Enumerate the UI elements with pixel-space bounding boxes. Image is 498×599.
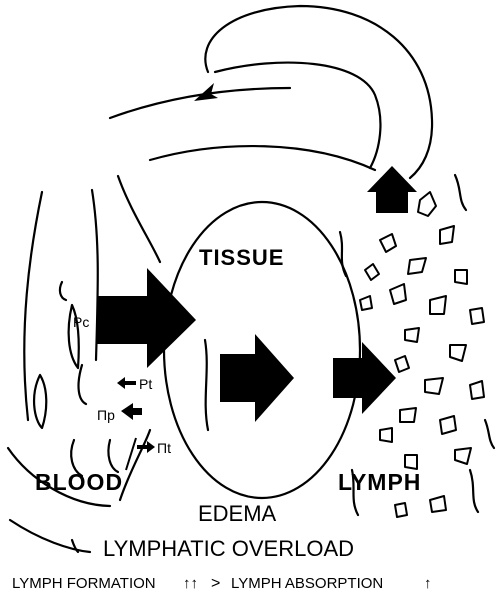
lymph-capillary bbox=[440, 226, 454, 244]
lymph-duct-top bbox=[150, 146, 375, 170]
lymph-capillary bbox=[405, 328, 419, 342]
lymph-capillary bbox=[400, 408, 416, 422]
filtration-arrow-large bbox=[97, 268, 196, 368]
pi-t-label: Πt bbox=[157, 440, 171, 456]
tissue-label: TISSUE bbox=[199, 245, 284, 270]
return-loop-inner bbox=[215, 63, 380, 168]
absorption-up-arrow: ↑ bbox=[424, 575, 432, 592]
pc-label: Pc bbox=[73, 314, 89, 330]
blood-cell bbox=[108, 440, 118, 472]
lymph-capillary bbox=[470, 381, 484, 399]
pt-arrow bbox=[117, 377, 136, 389]
lymph-capillary bbox=[405, 455, 417, 469]
vessel-outline-lower bbox=[10, 520, 90, 552]
comparator-symbol: > bbox=[211, 575, 220, 592]
vessel-wall-right bbox=[92, 190, 98, 360]
lymph-capillary bbox=[360, 296, 372, 310]
lymph-capillary bbox=[390, 284, 406, 304]
lymph-capillary bbox=[440, 416, 456, 434]
return-loop-tail bbox=[110, 88, 290, 118]
lymph-squiggle bbox=[485, 420, 494, 448]
blood-cell bbox=[60, 282, 66, 300]
lymph-return-up-arrow bbox=[367, 166, 417, 213]
lymph-absorption-text: LYMPH ABSORPTION bbox=[231, 575, 383, 592]
lymph-capillary bbox=[470, 308, 484, 324]
lymph-uptake-arrow bbox=[333, 342, 396, 414]
lymph-capillary bbox=[418, 192, 436, 216]
lymph-capillary bbox=[395, 503, 407, 517]
lymph-capillary bbox=[365, 264, 379, 280]
pi-p-label: Πp bbox=[97, 407, 115, 423]
lymph-capillary bbox=[450, 345, 466, 361]
lymphatic-overload-label: LYMPHATIC OVERLOAD bbox=[103, 536, 354, 561]
lymph-capillary bbox=[380, 234, 396, 252]
lymph-capillary bbox=[455, 270, 467, 284]
tissue-flow-arrow bbox=[220, 334, 294, 422]
tissue-squiggle bbox=[205, 340, 208, 430]
lymph-capillary bbox=[395, 356, 409, 372]
blood-cell bbox=[34, 375, 46, 428]
formation-up-arrows: ↑↑ bbox=[183, 575, 198, 592]
caption: LYMPH FORMATION ↑↑ > LYMPH ABSORPTION ↑ bbox=[12, 575, 432, 592]
vessel-wall-left bbox=[24, 192, 42, 420]
lymph-capillary bbox=[430, 296, 446, 314]
pi-p-arrow bbox=[121, 403, 142, 420]
lymph-squiggle bbox=[470, 470, 478, 512]
lymph-capillary bbox=[430, 496, 446, 512]
lymph-capillary bbox=[455, 448, 471, 464]
lymph-squiggle bbox=[455, 175, 466, 210]
blood-cell bbox=[79, 365, 86, 404]
lymph-capillary bbox=[408, 258, 426, 274]
lymph-capillary bbox=[380, 428, 392, 442]
lymph-formation-text: LYMPH FORMATION bbox=[12, 575, 156, 592]
lymph-label: LYMPH bbox=[338, 469, 421, 495]
vessel-wall-curve bbox=[118, 176, 160, 262]
blood-label: BLOOD bbox=[35, 469, 123, 495]
edema-label: EDEMA bbox=[198, 501, 277, 526]
pt-label: Pt bbox=[139, 376, 152, 392]
lymph-capillary bbox=[425, 378, 443, 394]
